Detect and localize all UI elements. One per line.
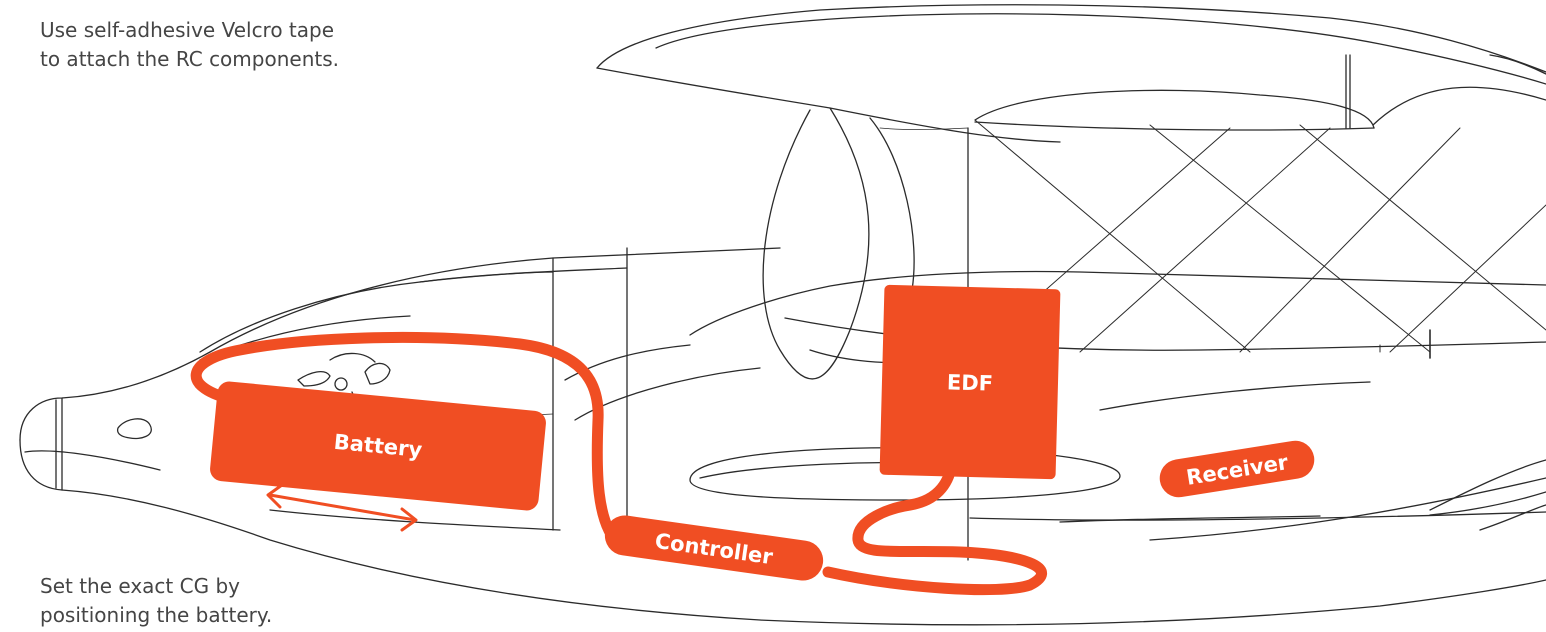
battery-block: Battery — [210, 381, 546, 511]
aircraft-outline — [19, 4, 1546, 626]
wiring — [190, 331, 1047, 596]
battery-wire — [190, 331, 626, 551]
velcro-instruction: Use self-adhesive Velcro tape to attach … — [40, 16, 360, 74]
receiver-block: Receiver — [1159, 440, 1315, 498]
velcro-instruction-line-2: to attach the RC components. — [40, 47, 339, 71]
pilot-figure — [297, 352, 391, 409]
edf-block: EDF — [879, 284, 1061, 480]
controller-block: Controller — [604, 515, 824, 581]
cg-instruction-line-1: Set the exact CG by — [40, 574, 240, 598]
eye-detail — [116, 418, 152, 440]
cg-instruction-line-2: positioning the battery. — [40, 603, 273, 627]
edf-label: EDF — [947, 370, 994, 395]
tail-fin — [1429, 459, 1546, 511]
fuselage-outline — [19, 247, 781, 441]
wing-outline — [596, 4, 1546, 73]
double-arrow-icon — [266, 483, 418, 532]
velcro-instruction-line-1: Use self-adhesive Velcro tape — [40, 18, 335, 42]
controller-edf-wire — [822, 456, 1047, 596]
pylon-outline — [762, 107, 870, 380]
wing-lattice — [974, 119, 1546, 353]
cg-instruction: Set the exact CG by positioning the batt… — [40, 572, 360, 630]
